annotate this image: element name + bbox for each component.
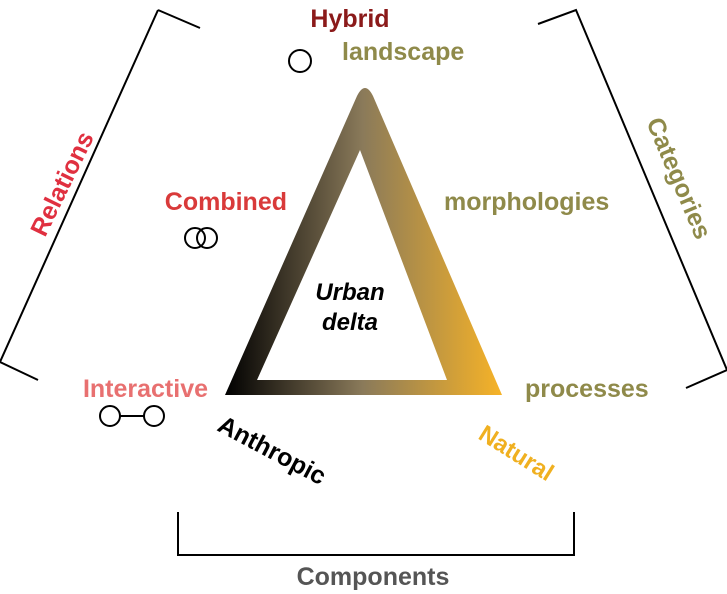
category-processes: processes <box>525 375 649 403</box>
vertex-label-hybrid: Hybrid <box>310 5 389 33</box>
components-heading: Components <box>297 563 450 591</box>
categories-heading: Categories <box>640 113 716 243</box>
delta-triangle <box>225 88 502 395</box>
overlapping-circles-icon <box>184 227 218 249</box>
components-bracket <box>177 512 575 556</box>
vertex-label-anthropic: Anthropic <box>213 411 330 491</box>
center-label-delta: delta <box>322 309 378 336</box>
relation-combined: Combined <box>165 188 287 216</box>
connected-circles-icon <box>99 405 165 427</box>
single-circle-icon <box>288 49 312 73</box>
category-morphologies: morphologies <box>444 188 609 216</box>
categories-bracket <box>537 8 727 389</box>
category-landscape: landscape <box>342 38 464 66</box>
center-label-urban: Urban <box>315 279 384 306</box>
vertex-label-natural: Natural <box>474 420 558 487</box>
relations-bracket <box>0 9 201 381</box>
relation-interactive: Interactive <box>83 375 208 403</box>
